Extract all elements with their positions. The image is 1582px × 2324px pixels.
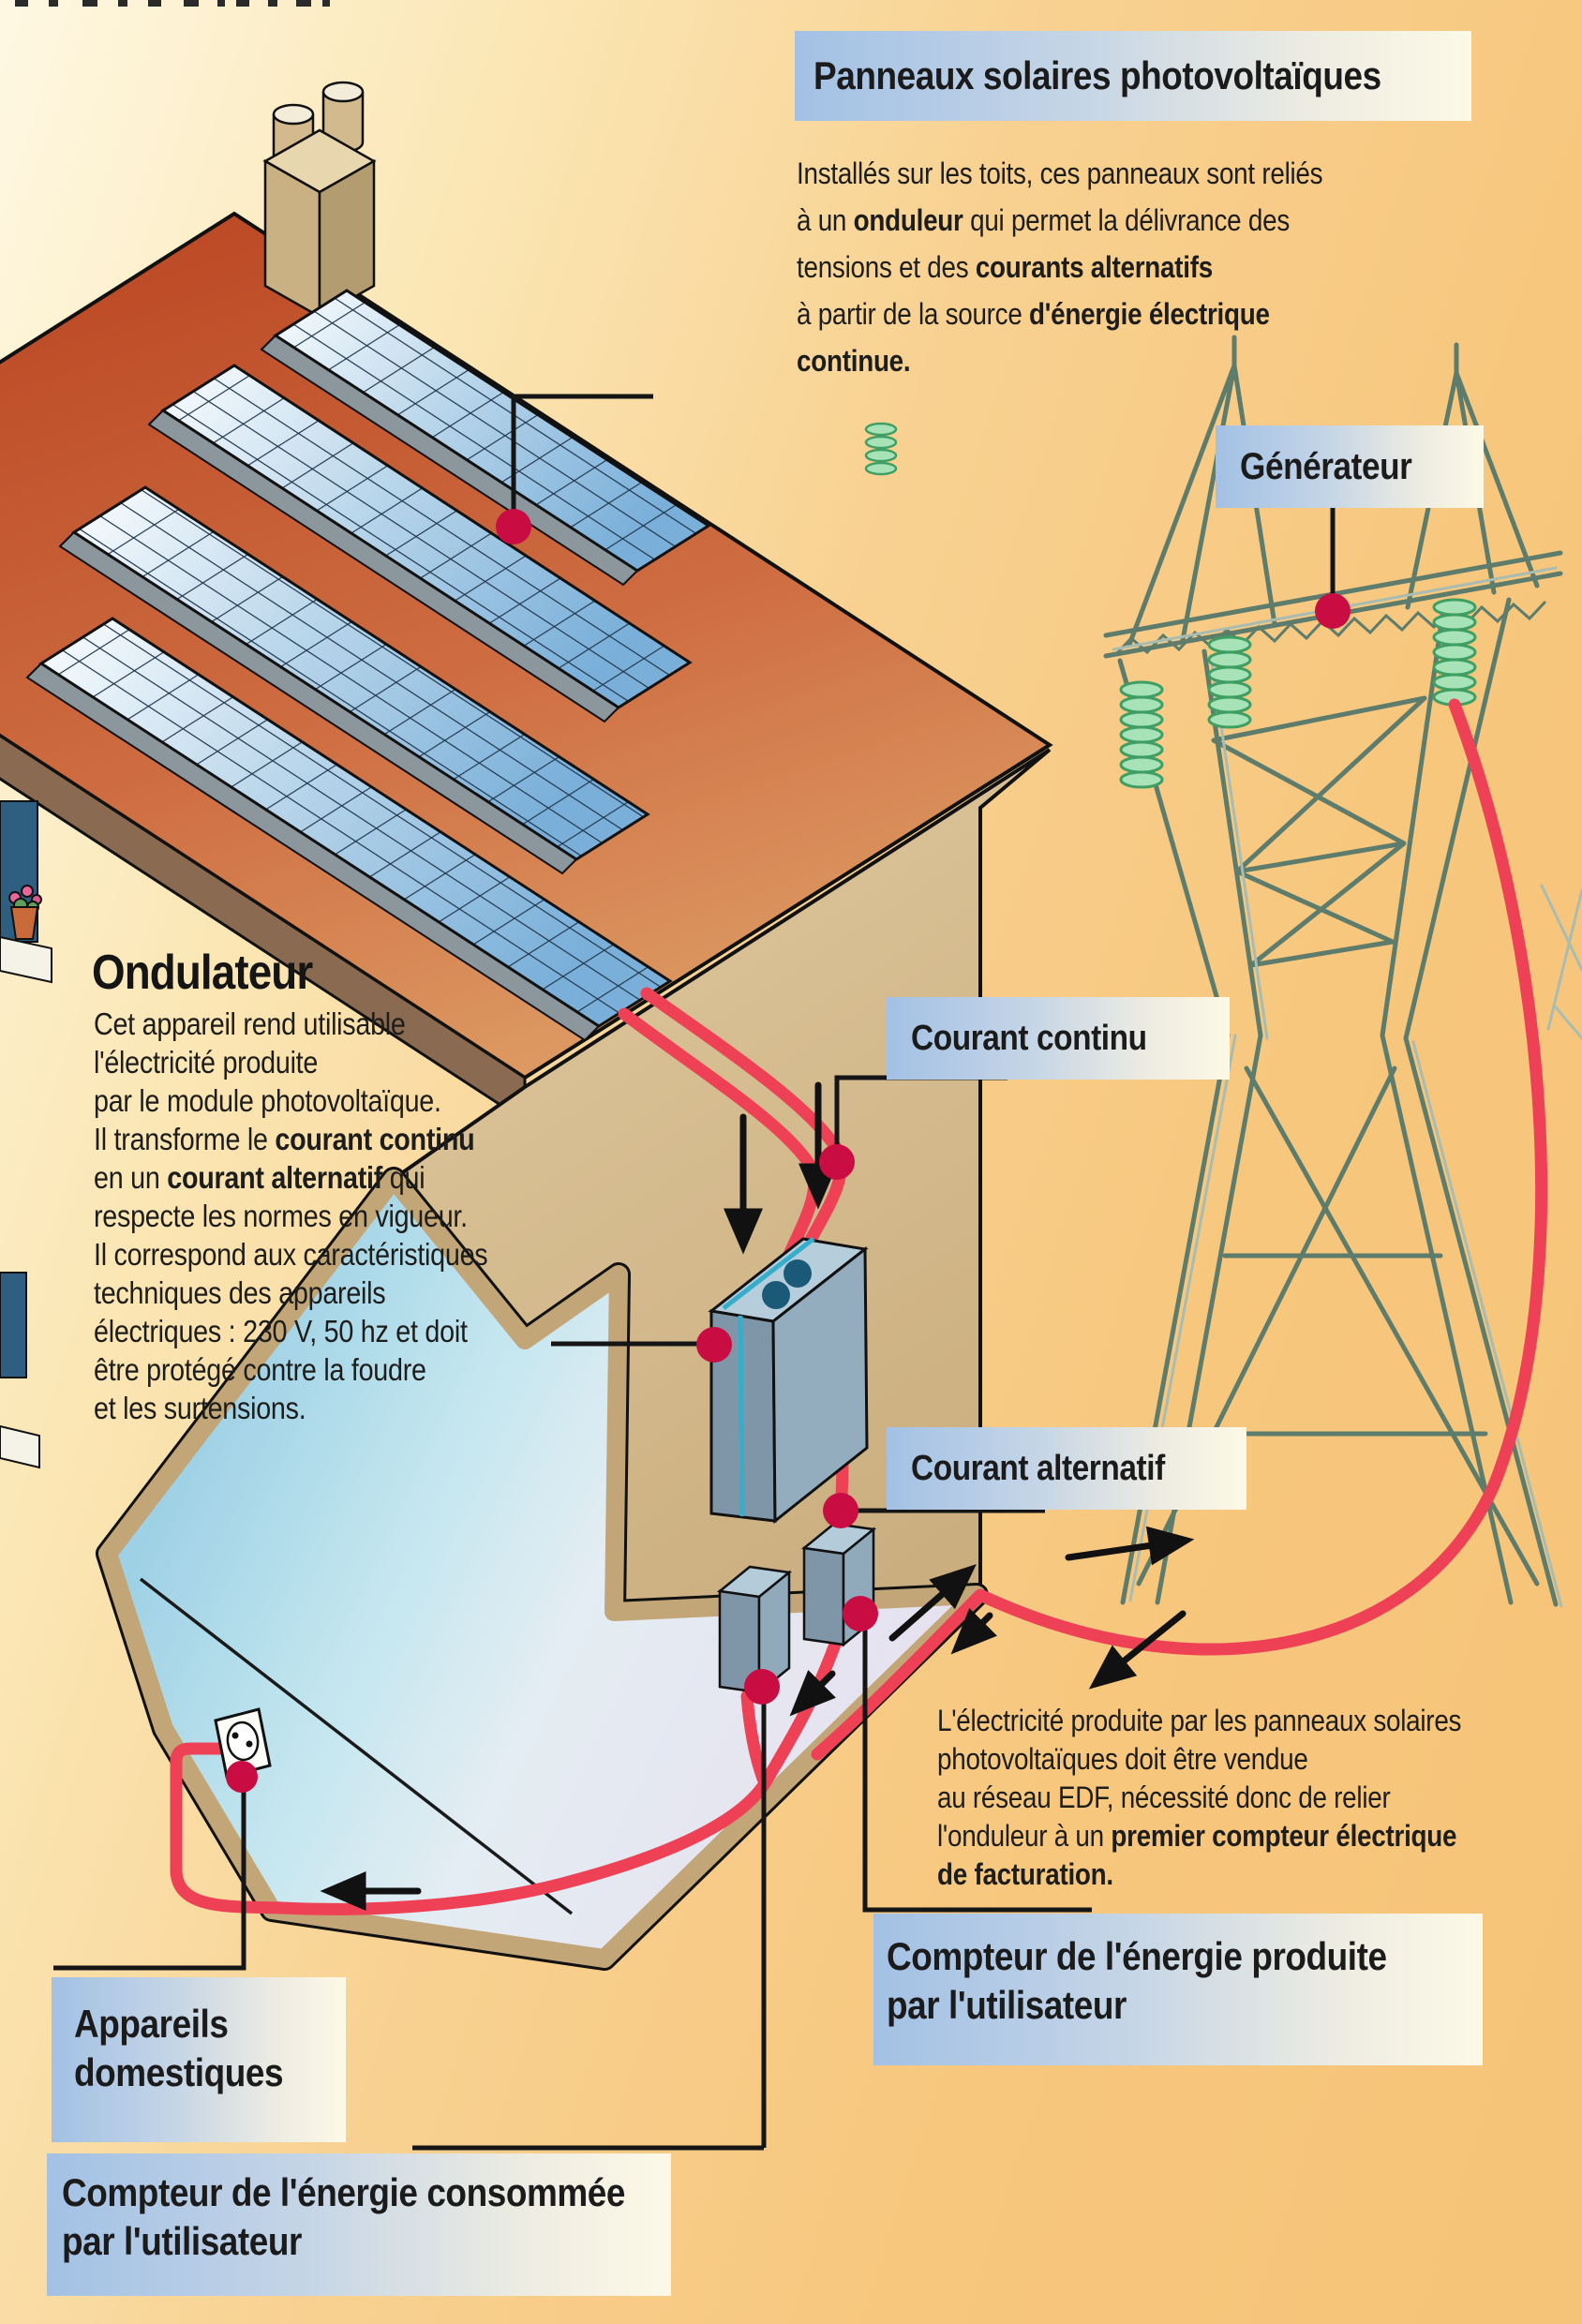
label-appareils-domestiques: Appareils domestiques (52, 1977, 346, 2142)
cropped-header-text-remnant (15, 0, 330, 7)
flow-arrow-grid-in (1088, 1610, 1186, 1690)
connector-compteur-produite (862, 1617, 1092, 1913)
connection-dots (226, 509, 1351, 1793)
electric-cables (170, 698, 1548, 1915)
label-generateur-text: Générateur (1240, 445, 1412, 487)
flow-arrow-grid-out (1065, 1526, 1195, 1566)
insulator-coil-middle (1207, 635, 1252, 729)
connector-panneaux (511, 394, 653, 511)
meter-stub-cable (740, 1690, 769, 1785)
insulator-coil-left (1119, 680, 1164, 789)
connector-appareils (53, 1780, 246, 1971)
label-connector-lines (53, 394, 1336, 2151)
dot-generator (1315, 593, 1351, 629)
heading-ondulateur: Ondulateur (92, 946, 313, 1000)
label-generateur: Générateur (1216, 425, 1484, 508)
terminal-dot-2 (784, 1259, 812, 1288)
label-compteur-consommee-line1: Compteur de l'énergie consommée (62, 2170, 626, 2214)
meter-box-consumed (716, 1565, 793, 1695)
house-circuit-cable (170, 1635, 843, 1915)
window-box-lower-left (0, 1272, 40, 1469)
insulator-coil-right (1432, 598, 1477, 707)
dot-socket (226, 1761, 258, 1793)
title-banner-text: Panneaux solaires photovoltaïques (813, 53, 1381, 97)
dc-cable-1 (640, 987, 847, 1281)
grid-cable-to-tower (811, 698, 1548, 1761)
solar-panel-row-1 (260, 289, 711, 587)
dot-ac-cable (823, 1493, 858, 1528)
label-appareils-line1: Appareils (74, 2002, 229, 2046)
label-courant-continu-text: Courant continu (911, 1018, 1147, 1058)
solar-panel-row-4 (25, 617, 673, 1042)
dot-meter-produced (843, 1596, 878, 1631)
power-socket-icon (214, 1707, 272, 1779)
chimney (262, 81, 377, 320)
label-compteur-consommee-line2: par l'utilisateur (62, 2219, 302, 2263)
dot-dc-cable (819, 1144, 855, 1180)
terminal-dot-1 (762, 1281, 790, 1309)
current-flow-arrows (320, 1081, 1195, 1911)
label-compteur-produite: Compteur de l'énergie produite par l'uti… (873, 1914, 1483, 2065)
label-compteur-produite-line1: Compteur de l'énergie produite (887, 1934, 1387, 1978)
paragraph-edf: L'électricité produite par les panneaux … (937, 1704, 1462, 1891)
flow-arrow-to-house (789, 1669, 837, 1717)
dot-inverter (696, 1327, 732, 1363)
dot-meter-consumed (744, 1669, 780, 1705)
solar-panel-arrays (25, 289, 711, 1042)
label-courant-continu: Courant continu (887, 997, 1230, 1080)
label-courant-alternatif: Courant alternatif (887, 1427, 1246, 1510)
paragraph-panneaux: Installés sur les toits, ces panneaux so… (797, 156, 1323, 378)
connector-compteur-consommee (412, 1691, 767, 2151)
solar-panel-row-3 (58, 485, 650, 875)
label-compteur-produite-line2: par l'utilisateur (887, 1983, 1127, 2027)
label-appareils-line2: domestiques (74, 2050, 284, 2094)
dot-panels (496, 509, 531, 544)
label-courant-alternatif-text: Courant alternatif (911, 1448, 1165, 1488)
wall-floor-corner-line (139, 1577, 574, 1915)
flow-arrow-to-grid (888, 1564, 977, 1642)
title-banner-panneaux: Panneaux solaires photovoltaïques (795, 31, 1471, 121)
flow-arrow-from-grid-small (950, 1607, 998, 1655)
solar-panel-row-2 (147, 364, 693, 723)
label-compteur-consommee: Compteur de l'énergie consommée par l'ut… (47, 2153, 671, 2296)
insulator-coil-small (864, 422, 898, 476)
window-box-upper-left (0, 800, 52, 984)
